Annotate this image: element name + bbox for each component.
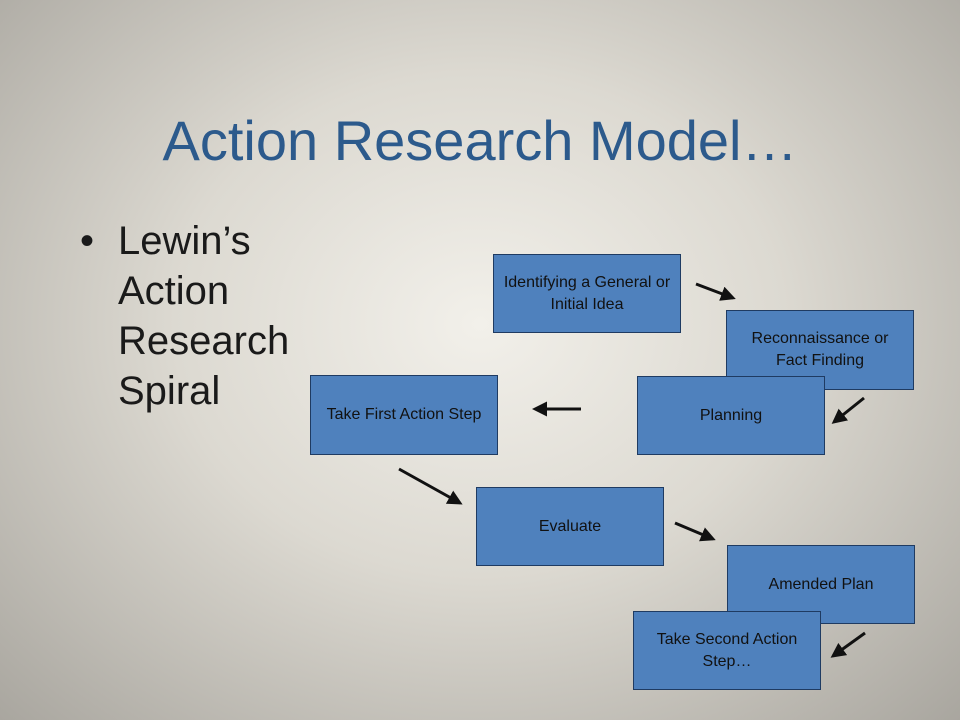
bullet-marker: • bbox=[80, 219, 95, 263]
bullet-text: Lewin’s Action Research Spiral bbox=[118, 219, 290, 413]
box-amended-plan: Amended Plan bbox=[727, 545, 915, 624]
box-evaluate: Evaluate bbox=[476, 487, 664, 566]
box-planning: Planning bbox=[637, 376, 825, 455]
slide-title: Action Research Model… bbox=[162, 109, 798, 172]
arrow-evaluate-to-amended bbox=[674, 521, 716, 542]
arrow-first-action-to-evaluate bbox=[398, 467, 463, 505]
box-take-first-action: Take First Action Step bbox=[310, 375, 498, 455]
box-identifying-idea: Identifying a General or Initial Idea bbox=[493, 254, 681, 333]
arrow-recon-to-planning bbox=[831, 396, 865, 424]
arrow-amended-to-second-action bbox=[830, 631, 866, 658]
box-take-second-action: Take Second Action Step… bbox=[633, 611, 821, 690]
arrow-identify-to-recon bbox=[695, 282, 736, 301]
